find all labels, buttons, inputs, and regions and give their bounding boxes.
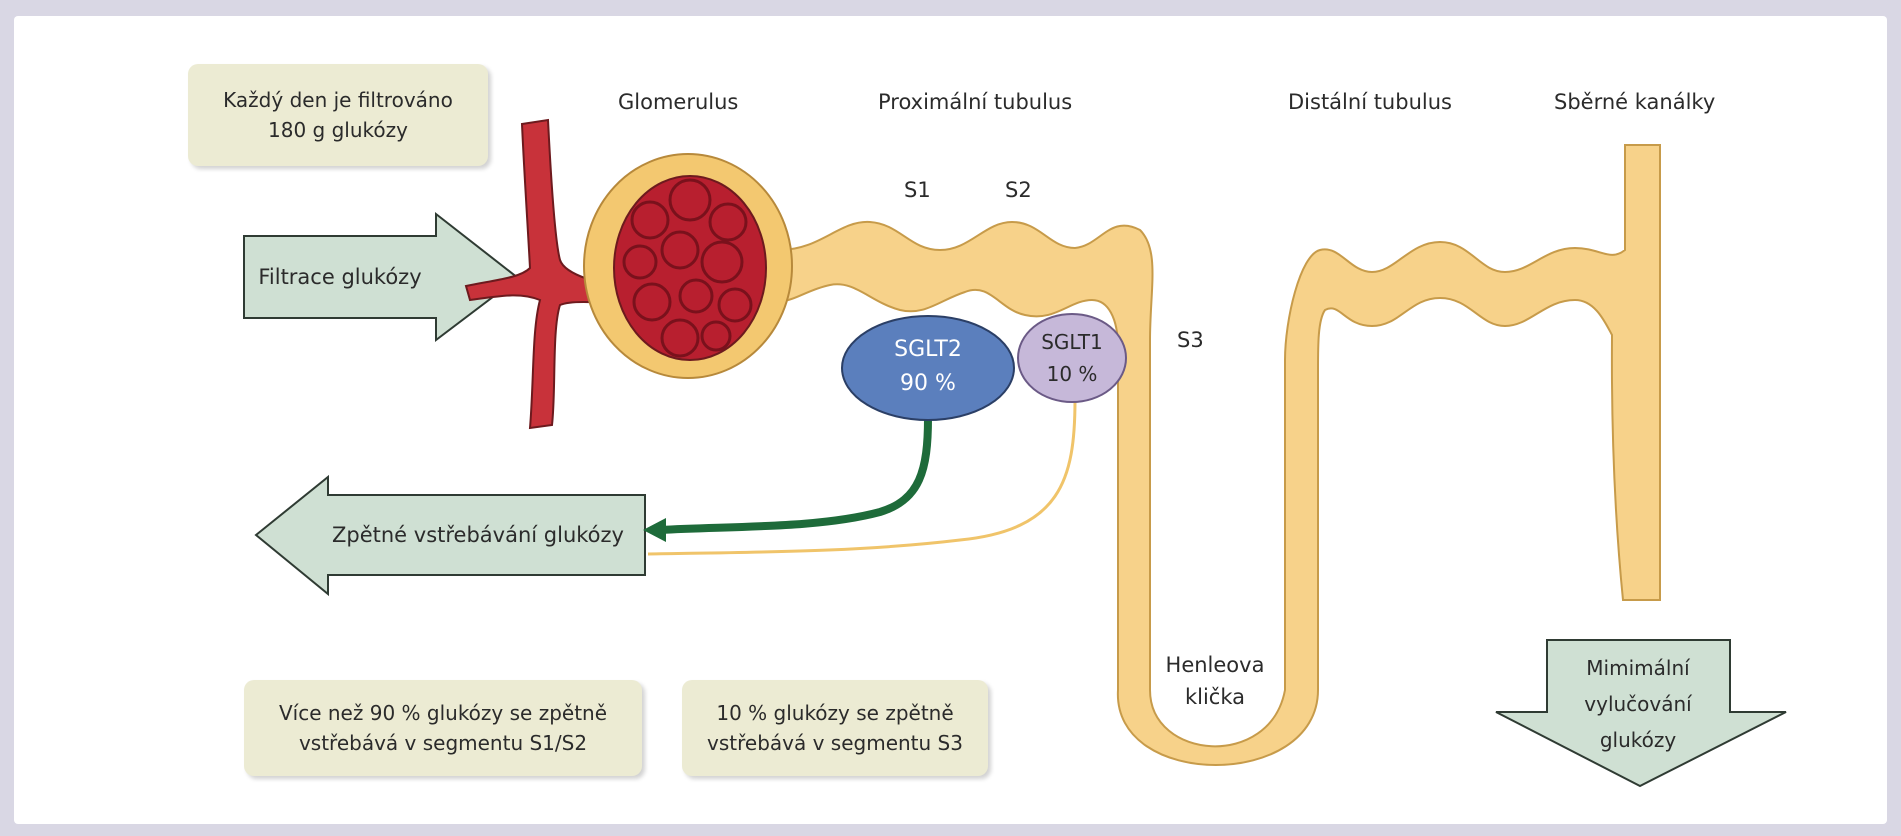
reabsorption-label: Zpětné vstřebávání glukózy: [318, 506, 638, 564]
filtration-label: Filtrace glukózy: [244, 250, 436, 304]
label-distal-tubulus: Distální tubulus: [1288, 90, 1452, 114]
green-arrowhead: [643, 518, 666, 542]
sglt1-label: SGLT1 10 %: [1020, 318, 1124, 398]
daily-filtration-note: Každý den je filtrováno 180 g glukózy: [188, 64, 488, 166]
label-s2: S2: [1005, 178, 1032, 202]
label-henle-loop: Henleova klička: [1152, 648, 1278, 714]
label-glomerulus: Glomerulus: [618, 90, 738, 114]
excretion-label: Mimimální vylučování glukózy: [1550, 648, 1726, 760]
sglt2-reabsorption-line: [660, 418, 928, 530]
label-s3: S3: [1177, 328, 1204, 352]
s1s2-reabsorption-note: Více než 90 % glukózy se zpětně vstřebáv…: [244, 680, 642, 776]
sglt2-label: SGLT2 90 %: [852, 322, 1004, 412]
label-proximal-tubulus: Proximální tubulus: [878, 90, 1072, 114]
s3-reabsorption-note: 10 % glukózy se zpětně vstřebává v segme…: [682, 680, 988, 776]
label-s1: S1: [904, 178, 931, 202]
glomerulus-core: [614, 176, 766, 360]
label-collecting-ducts: Sběrné kanálky: [1554, 90, 1715, 114]
